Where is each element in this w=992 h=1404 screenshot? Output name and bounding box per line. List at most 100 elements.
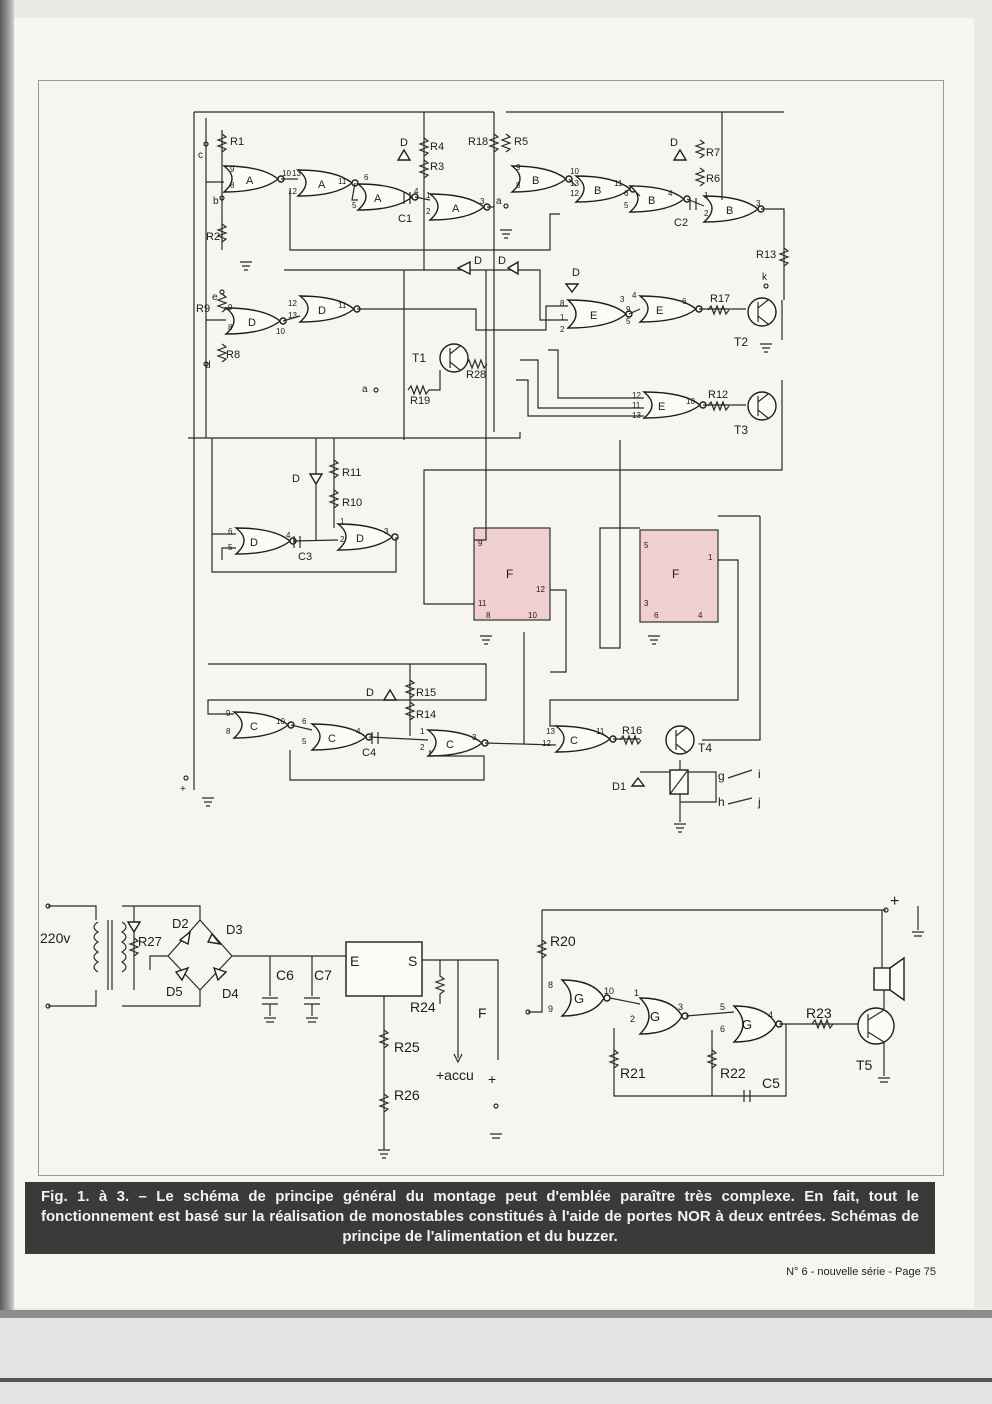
- svg-text:D3: D3: [226, 922, 243, 937]
- gate-nor-d2: D: [297, 295, 361, 323]
- svg-text:5: 5: [228, 543, 233, 552]
- svg-text:T2: T2: [734, 335, 748, 349]
- transistor-t4: T4: [665, 725, 712, 755]
- svg-text:1: 1: [420, 727, 425, 736]
- resistor-symbols: [216, 133, 790, 746]
- svg-text:E: E: [656, 305, 663, 317]
- svg-text:6: 6: [720, 1024, 725, 1034]
- svg-text:9: 9: [230, 165, 235, 174]
- svg-text:D: D: [670, 137, 678, 149]
- svg-text:D: D: [292, 473, 300, 485]
- svg-text:6: 6: [228, 527, 233, 536]
- svg-text:6: 6: [302, 717, 307, 726]
- svg-text:D: D: [474, 255, 482, 267]
- svg-text:R11: R11: [342, 467, 361, 479]
- svg-text:R18: R18: [468, 136, 488, 148]
- svg-text:C: C: [446, 739, 454, 751]
- svg-text:D5: D5: [166, 984, 183, 999]
- svg-text:d: d: [205, 360, 211, 371]
- svg-text:D: D: [250, 537, 258, 549]
- svg-text:9: 9: [226, 709, 231, 718]
- svg-text:R12: R12: [708, 389, 728, 401]
- svg-text:10: 10: [686, 397, 695, 406]
- main-circuit-wiring: [188, 111, 785, 822]
- svg-text:D: D: [318, 305, 326, 317]
- svg-text:5: 5: [302, 737, 307, 746]
- svg-text:10: 10: [276, 327, 285, 336]
- svg-text:R1: R1: [230, 136, 244, 148]
- gate-nor-e2: E: [637, 295, 703, 323]
- svg-text:D: D: [572, 267, 580, 279]
- svg-text:10: 10: [570, 167, 579, 176]
- svg-text:c: c: [198, 150, 203, 161]
- svg-text:D: D: [356, 533, 364, 545]
- svg-text:3: 3: [480, 197, 485, 206]
- svg-text:4: 4: [668, 189, 673, 198]
- svg-text:+accu: +accu: [436, 1067, 474, 1083]
- svg-text:A: A: [452, 203, 460, 215]
- svg-text:13: 13: [288, 311, 297, 320]
- svg-text:R16: R16: [622, 725, 642, 737]
- svg-text:i: i: [758, 767, 761, 781]
- svg-text:R4: R4: [430, 141, 444, 153]
- svg-text:R24: R24: [410, 999, 436, 1015]
- svg-text:2: 2: [420, 743, 425, 752]
- svg-text:D1: D1: [612, 781, 626, 793]
- svg-text:1: 1: [426, 191, 431, 200]
- svg-text:1: 1: [704, 191, 709, 200]
- svg-text:8: 8: [548, 980, 553, 990]
- svg-text:R10: R10: [342, 497, 362, 509]
- terminal-a-input: a: [362, 384, 379, 395]
- svg-text:8: 8: [226, 727, 231, 736]
- svg-text:220v: 220v: [40, 930, 70, 946]
- svg-text:5: 5: [352, 201, 357, 210]
- svg-text:+: +: [488, 1071, 496, 1087]
- gate-nor-a3: A: [355, 183, 419, 211]
- terminal-a-switch: a: [496, 196, 509, 209]
- svg-text:D2: D2: [172, 916, 189, 931]
- svg-text:C: C: [250, 721, 258, 733]
- svg-text:8: 8: [560, 299, 565, 308]
- svg-text:R25: R25: [394, 1039, 420, 1055]
- svg-text:C1: C1: [398, 213, 412, 225]
- diode-symbols: D D D D D D D D1: [292, 137, 688, 793]
- svg-text:R19: R19: [410, 395, 430, 407]
- svg-text:A: A: [374, 193, 382, 205]
- svg-text:R22: R22: [720, 1065, 746, 1081]
- svg-text:3: 3: [384, 527, 389, 536]
- svg-text:13: 13: [546, 727, 555, 736]
- page-shadow: [0, 1310, 992, 1318]
- svg-text:j: j: [757, 795, 761, 809]
- gate-nor-c4: C: [553, 725, 617, 753]
- svg-text:8: 8: [516, 181, 521, 190]
- svg-text:C7: C7: [314, 967, 332, 983]
- svg-text:6: 6: [624, 189, 629, 198]
- svg-text:3: 3: [678, 1002, 683, 1012]
- terminal-plus-switch: +: [180, 775, 189, 795]
- svg-text:G: G: [742, 1017, 752, 1032]
- svg-text:F: F: [506, 567, 513, 581]
- svg-text:R28: R28: [466, 369, 486, 381]
- capacitor-c1: C1: [398, 192, 412, 225]
- terminal-d-switch: d: [203, 360, 211, 371]
- svg-text:5: 5: [720, 1002, 725, 1012]
- terminal-c-switch: c: [198, 141, 209, 161]
- svg-text:11: 11: [338, 301, 347, 310]
- svg-text:C5: C5: [762, 1075, 780, 1091]
- svg-text:4: 4: [768, 1010, 773, 1020]
- svg-text:C2: C2: [674, 217, 688, 229]
- svg-text:C4: C4: [362, 747, 376, 759]
- svg-text:13: 13: [632, 411, 641, 420]
- gate-nor-a2: A: [295, 169, 359, 197]
- svg-text:9: 9: [548, 1004, 553, 1014]
- svg-text:11: 11: [338, 177, 347, 186]
- gate-nor-c1: C: [231, 711, 295, 739]
- gate-nor-g3: G: [732, 1005, 783, 1043]
- svg-text:R9: R9: [196, 303, 210, 315]
- svg-text:S: S: [408, 953, 417, 969]
- next-page-edge: [0, 1310, 992, 1404]
- svg-text:1: 1: [340, 517, 345, 526]
- svg-text:G: G: [574, 991, 584, 1006]
